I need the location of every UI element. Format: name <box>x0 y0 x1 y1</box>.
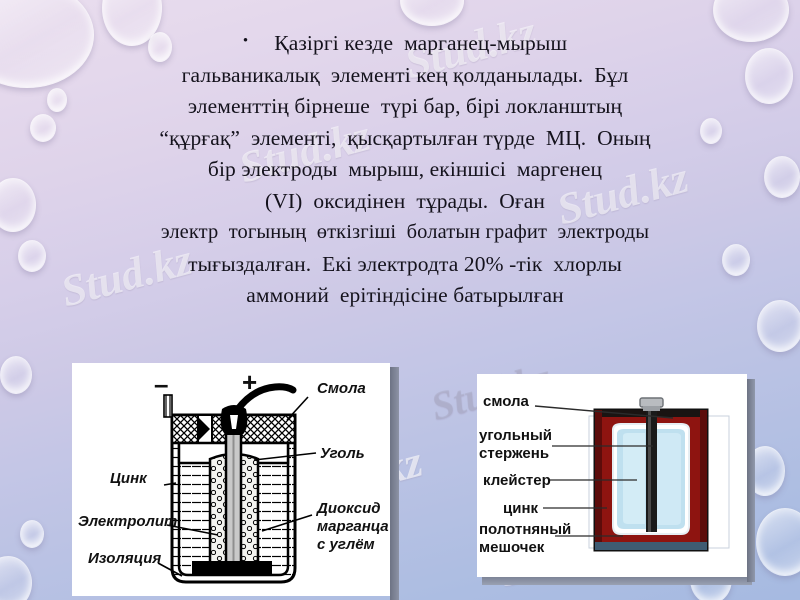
label-carbon-line2: стержень <box>479 445 549 462</box>
droplet <box>30 114 56 142</box>
leader-resin <box>534 405 674 419</box>
terminal-cap <box>639 397 664 408</box>
droplet <box>0 356 32 394</box>
bottom-plug <box>192 561 272 575</box>
dry-cell-cutaway-svg: – + Смола Уголь Диоксид марганца с углём… <box>72 363 390 596</box>
label-resin: смола <box>483 393 530 410</box>
terminal-positive-label: + <box>242 367 257 397</box>
carbon-rod <box>646 404 657 532</box>
terminal-negative-label: – <box>154 369 168 399</box>
body-line-9: аммоний ерітіндісіне батырылған <box>246 283 564 307</box>
label-zinc: цинк <box>503 500 539 517</box>
body-line-3: элементтің бірнеше түрі бар, бірі локлан… <box>187 94 623 118</box>
label-bag-line1: полотняный <box>479 521 571 538</box>
diagram-right-panel: смола угольный стержень клейстер цинк по… <box>477 374 755 585</box>
label-electrolyte: Электролит <box>78 513 177 530</box>
label-carbon: Уголь <box>320 445 365 462</box>
label-resin: Смола <box>317 380 366 397</box>
label-mno2-line1: Диоксид <box>315 500 381 517</box>
droplet <box>757 300 800 352</box>
negative-terminal-strip <box>163 394 173 418</box>
droplet <box>18 240 46 272</box>
body-line-1-text: Қазіргі кезде марганец-мырыш <box>274 31 568 55</box>
positive-wire <box>234 383 297 413</box>
droplet <box>0 178 36 232</box>
body-line-6: (VI) оксидінен тұрады. Оған <box>264 188 546 213</box>
label-paste: клейстер <box>483 472 551 489</box>
body-line-2: гальваникалық элементі кең қолданылады. … <box>181 62 629 87</box>
droplet <box>0 556 32 600</box>
slide-body-text: • Қазіргі кезде марганец-мырыш гальваника… <box>60 28 750 312</box>
body-line-1: • Қазіргі кезде марганец-мырыш <box>60 28 750 60</box>
body-line-7: электр тогының өткізгіші болатын графит … <box>160 221 650 243</box>
droplet <box>400 0 464 26</box>
label-mno2-line3: с углём <box>317 536 375 553</box>
bullet-icon: • <box>242 32 249 49</box>
body-line-4: “құрғақ” элементі, қысқартылған түрде МЦ… <box>159 125 651 150</box>
body-line-8: тығыздалған. Екі электродта 20% -тік хло… <box>188 251 622 276</box>
droplet <box>745 48 793 104</box>
droplet <box>764 156 800 198</box>
diagram-left-panel: – + Смола Уголь Диоксид марганца с углём… <box>72 363 399 600</box>
label-mno2-line2: марганца <box>317 518 389 535</box>
label-zinc: Цинк <box>110 470 148 487</box>
droplet <box>756 508 800 576</box>
droplet <box>20 520 44 548</box>
label-insulation: Изоляция <box>88 550 161 567</box>
label-bag-line2: мешочек <box>479 539 545 556</box>
label-carbon-line1: угольный <box>479 427 552 444</box>
body-line-5: бір электроды мырыш, екіншісі маргенец <box>207 157 603 181</box>
dry-cell-colored-svg: смола угольный стержень клейстер цинк по… <box>477 374 747 577</box>
